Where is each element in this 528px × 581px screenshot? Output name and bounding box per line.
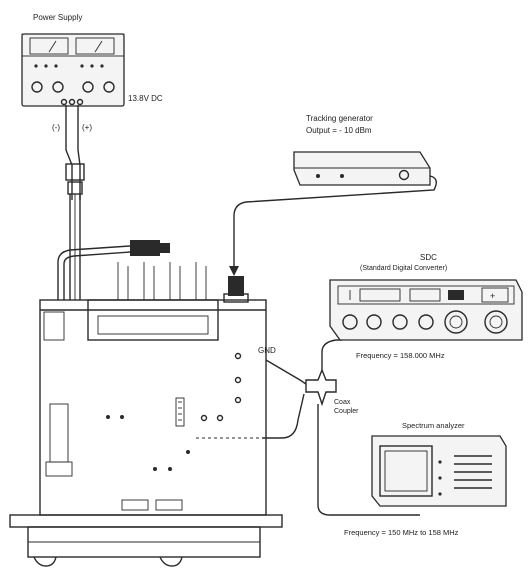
power-supply-positive-terminal: (+) [82,123,92,132]
spectrum-analyzer-title: Spectrum analyzer [402,421,465,430]
tracking-generator-output: Output = - 10 dBm [306,126,372,135]
sdc-frequency: Frequency = 158.000 MHz [356,351,445,360]
power-supply: Power Supply 13.8V DC (-) (+) [22,13,163,132]
rf-cable [234,176,436,272]
tracking-generator: Tracking generator Output = - 10 dBm [294,114,430,185]
sdc-subtitle: (Standard Digital Converter) [360,265,447,272]
spectrum-analyzer: Spectrum analyzer Frequency = 150 MHz to… [344,421,506,537]
svg-text:+: + [490,291,495,301]
radio-chassis [10,262,282,566]
sdc-unit: SDC (Standard Digital Converter) + Frequ… [330,253,522,360]
power-cable [66,105,84,300]
sdc-title: SDC [420,253,437,262]
power-supply-negative-terminal: (-) [52,123,60,132]
gnd-label: GND [258,346,276,355]
spectrum-analyzer-frequency: Frequency = 150 MHz to 158 MHz [344,528,459,537]
power-supply-voltage: 13.8V DC [128,94,163,103]
power-supply-title: Power Supply [33,13,82,22]
tracking-generator-title: Tracking generator [306,114,373,123]
